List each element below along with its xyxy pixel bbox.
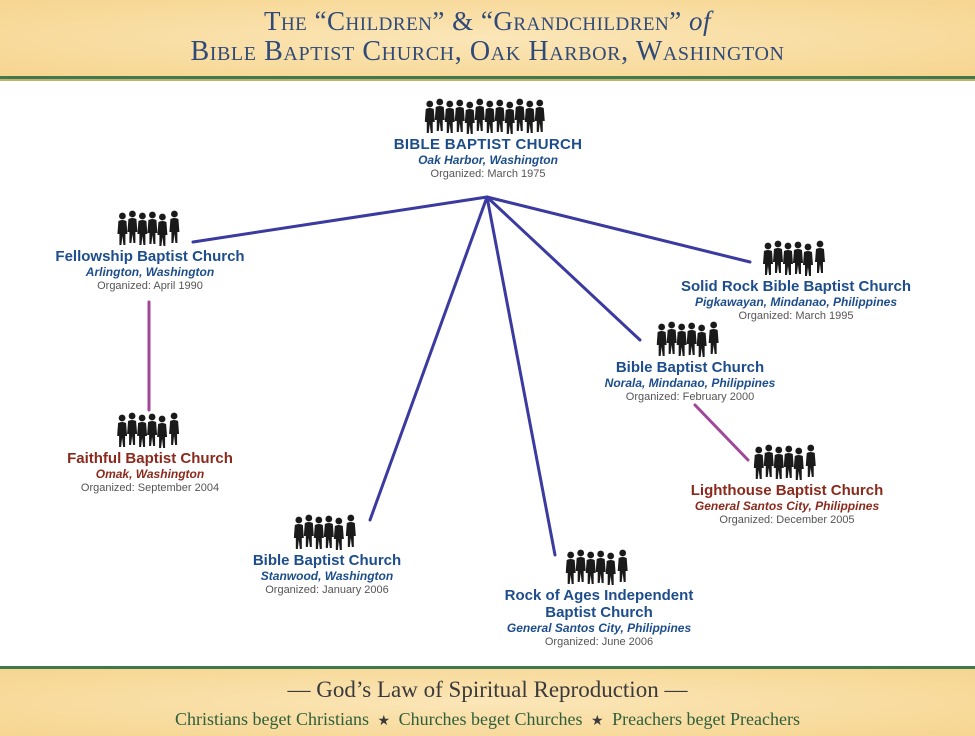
footer-slogans: Christians beget Christians ★ Churches b… [0, 709, 975, 730]
organized-date: Organized: April 1990 [97, 280, 203, 292]
church-name: Lighthouse Baptist Church [690, 482, 884, 499]
church-location: General Santos City, Philippines [506, 621, 692, 635]
organized-date: Organized: September 2004 [80, 482, 220, 494]
organized-date: Organized: March 1975 [430, 168, 546, 180]
organized-date: Organized: February 2000 [625, 391, 755, 403]
star-icon: ★ [591, 714, 604, 729]
link-root-rockofages [485, 195, 557, 557]
congregation-icon [656, 321, 719, 357]
node-rockofages-church: Rock of Ages Independent Baptist Church … [504, 549, 694, 650]
church-location: Omak, Washington [95, 467, 205, 481]
node-faithful-church: Faithful Baptist Church Omak, Washington… [67, 412, 233, 496]
church-location: General Santos City, Philippines [694, 499, 880, 513]
slogan-preachers: Preachers beget Preachers [612, 709, 800, 729]
link-root-norala [485, 195, 642, 342]
congregation-icon [293, 514, 356, 550]
church-location: Arlington, Washington [85, 265, 215, 279]
church-location: Oak Harbor, Washington [418, 153, 558, 167]
congregation-icon [754, 444, 816, 480]
star-icon: ★ [377, 714, 391, 729]
congregation-icon [117, 210, 179, 246]
link-norala-lighthouse [693, 403, 750, 462]
church-name: Solid Rock Bible Baptist Church [680, 278, 912, 295]
church-location: Pigkawayan, Mindanao, Philippines [694, 295, 898, 309]
church-name-line2: Baptist Church [545, 604, 653, 621]
link-root-stanwood [368, 195, 489, 522]
church-location: Stanwood, Washington [260, 569, 394, 583]
church-location: Norala, Mindanao, Philippines [604, 376, 776, 390]
organized-date: Organized: December 2005 [719, 514, 855, 526]
page-title-line2: Bible Baptist Church, Oak Harbor, Washin… [190, 36, 785, 67]
node-norala-church: Bible Baptist Church Norala, Mindanao, P… [604, 321, 776, 405]
page-title-line1: The “Children” & “Grandchildren” of [0, 6, 975, 37]
church-name: Bible Baptist Church [615, 359, 765, 376]
slogan-churches: Churches beget Churches [398, 709, 583, 729]
church-name-line1: Rock of Ages Independent [504, 587, 694, 604]
church-name: Faithful Baptist Church [67, 450, 233, 467]
title-part2: of [689, 6, 712, 36]
footer-banner: — God’s Law of Spiritual Reproduction — … [0, 666, 975, 736]
organized-date: Organized: January 2006 [265, 584, 389, 596]
congregation-icon [763, 240, 825, 276]
header-banner: The “Children” & “Grandchildren” of Bibl… [0, 0, 975, 79]
church-name: Fellowship Baptist Church [55, 248, 245, 265]
node-lighthouse-church: Lighthouse Baptist Church General Santos… [690, 444, 884, 528]
node-fellowship-church: Fellowship Baptist Church Arlington, Was… [55, 210, 245, 294]
title-part1: The “Children” & “Grandchildren” [263, 6, 682, 36]
footer-title: — God’s Law of Spiritual Reproduction — [287, 677, 688, 702]
node-solidrock-church: Solid Rock Bible Baptist Church Pigkaway… [681, 240, 911, 324]
congregation-icon [116, 412, 179, 448]
link-root-solidrock [485, 195, 752, 264]
church-name: Bible Baptist Church [252, 552, 402, 569]
slogan-christians: Christians beget Christians [175, 709, 369, 729]
link-root-fellowship [191, 195, 489, 244]
node-root-church: BIBLE BAPTIST CHURCH Oak Harbor, Washing… [394, 98, 583, 182]
congregation-icon [425, 98, 545, 134]
organized-date: Organized: March 1995 [738, 310, 854, 322]
church-name: BIBLE BAPTIST CHURCH [393, 136, 583, 153]
organized-date: Organized: June 2006 [544, 636, 654, 648]
node-stanwood-church: Bible Baptist Church Stanwood, Washingto… [253, 514, 401, 598]
congregation-icon [565, 549, 628, 585]
